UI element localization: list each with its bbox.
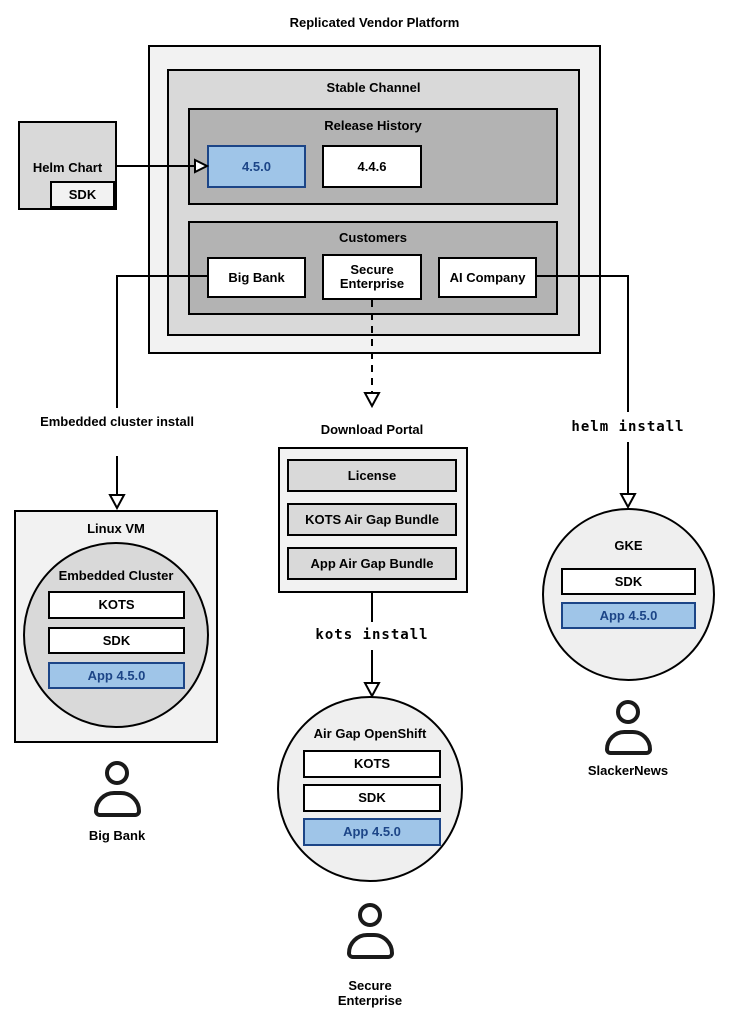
secure-enterprise-persona-label: Secure Enterprise [337, 978, 403, 1008]
customers-label: Customers [339, 230, 407, 245]
embedded-sdk-box: SDK [48, 627, 185, 654]
gke-sdk-box: SDK [561, 568, 696, 595]
helm-install-command: helm install [571, 419, 685, 435]
helm-install-arrowhead [619, 493, 637, 510]
slackernews-persona-label: SlackerNews [587, 763, 669, 778]
embedded-install-arrowhead [108, 494, 126, 511]
download-portal-box: License KOTS Air Gap Bundle App Air Gap … [278, 447, 468, 593]
customer-ai-company: AI Company [438, 257, 537, 298]
platform-box: Stable Channel Release History 4.5.0 4.4… [148, 45, 601, 354]
big-bank-person-icon-body [94, 791, 141, 817]
portal-kots-bundle-box: KOTS Air Gap Bundle [287, 503, 457, 536]
gke-circle: GKE SDK App 4.5.0 [542, 508, 715, 681]
gke-app-box: App 4.5.0 [561, 602, 696, 629]
portal-app-bundle-box: App Air Gap Bundle [287, 547, 457, 580]
portal-license-box: License [287, 459, 457, 492]
stable-channel-label: Stable Channel [326, 80, 421, 95]
secure-enterprise-person-icon [358, 903, 382, 927]
embedded-cluster-label: Embedded Cluster [58, 568, 174, 583]
diagram-title: Replicated Vendor Platform [289, 15, 460, 30]
embedded-kots-box: KOTS [48, 591, 185, 619]
openshift-sdk-box: SDK [303, 784, 441, 812]
customer-secure-enterprise: Secure Enterprise [322, 254, 422, 300]
openshift-app-box: App 4.5.0 [303, 818, 441, 846]
kots-install-command: kots install [315, 627, 429, 643]
helm-chart-label: Helm Chart [32, 160, 103, 175]
release-4-4-6: 4.4.6 [322, 145, 422, 188]
kots-install-arrowhead [363, 682, 381, 699]
openshift-kots-box: KOTS [303, 750, 441, 778]
embedded-install-arrow-label: Embedded cluster install [40, 414, 194, 429]
linux-vm-box: Linux VM Embedded Cluster KOTS SDK App 4… [14, 510, 218, 743]
download-portal-arrowhead [363, 392, 381, 409]
helm-chart-sdk-box: SDK [50, 181, 115, 208]
big-bank-person-icon [105, 761, 129, 785]
slackernews-person-icon [616, 700, 640, 724]
linux-vm-label: Linux VM [87, 521, 145, 536]
big-bank-persona-label: Big Bank [88, 828, 146, 843]
release-4-5-0: 4.5.0 [207, 145, 306, 188]
release-history-box: Release History 4.5.0 4.4.6 [188, 108, 558, 205]
customer-big-bank: Big Bank [207, 257, 306, 298]
gke-label: GKE [614, 538, 643, 553]
helm-chart-box: Helm Chart SDK [18, 121, 117, 210]
secure-enterprise-person-icon-body [347, 933, 394, 959]
air-gap-openshift-label: Air Gap OpenShift [313, 726, 427, 741]
stable-channel-box: Stable Channel Release History 4.5.0 4.4… [167, 69, 580, 336]
air-gap-openshift-circle: Air Gap OpenShift KOTS SDK App 4.5.0 [277, 696, 463, 882]
embedded-cluster-circle: Embedded Cluster KOTS SDK App 4.5.0 [23, 542, 209, 728]
customers-box: Customers Big Bank Secure Enterprise AI … [188, 221, 558, 315]
release-history-label: Release History [324, 118, 422, 133]
slackernews-person-icon-body [605, 730, 652, 755]
embedded-app-box: App 4.5.0 [48, 662, 185, 689]
download-portal-label: Download Portal [320, 422, 424, 437]
